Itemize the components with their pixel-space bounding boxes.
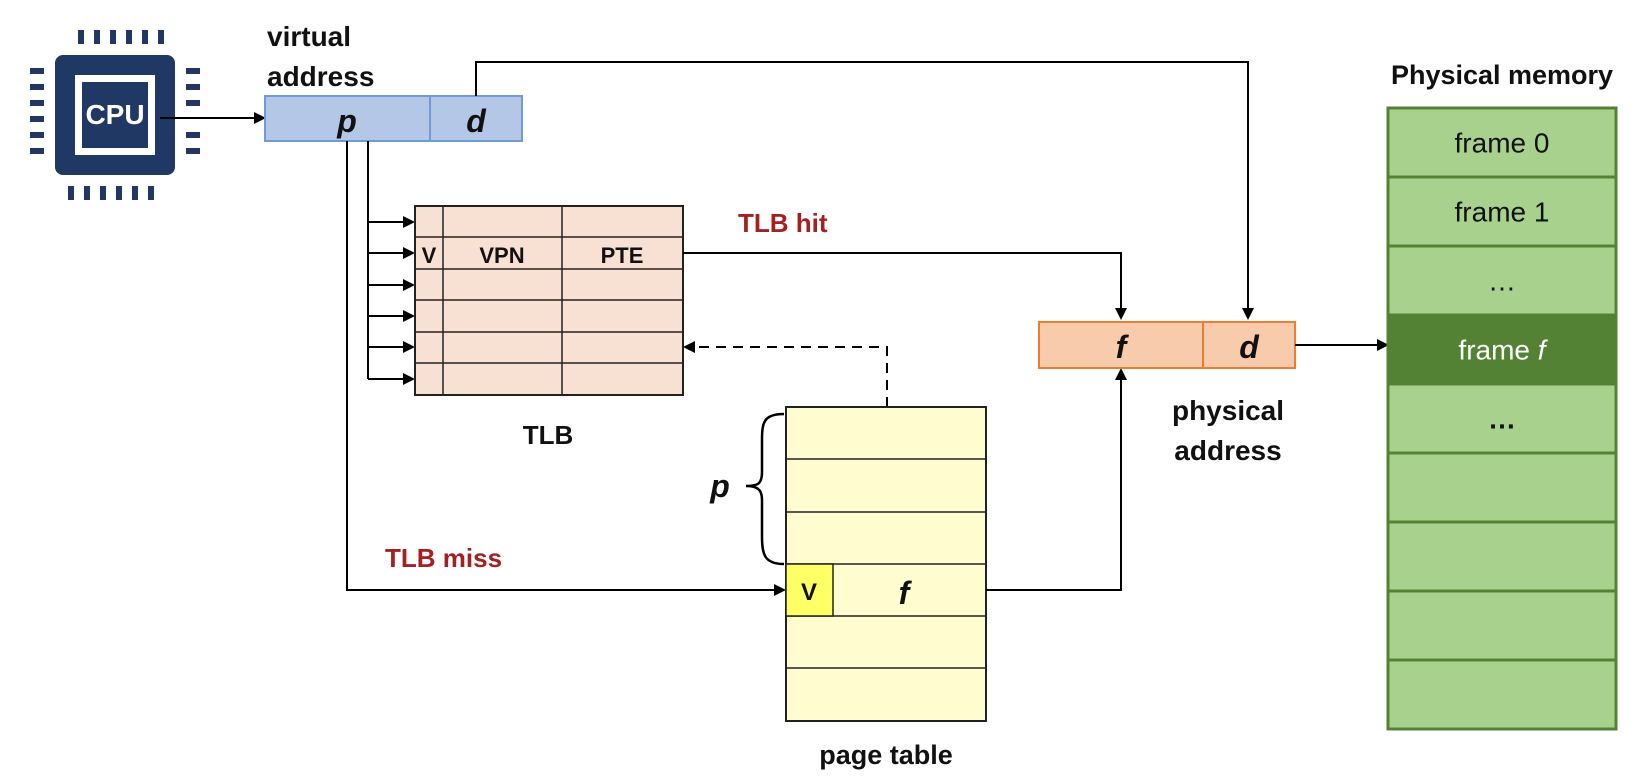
tlb-hit-label: TLB hit [738, 208, 828, 238]
memory-frame-label: frame 1 [1455, 197, 1550, 228]
tlb-miss-path [346, 141, 786, 596]
physical-memory: frame 0 frame 1 … frame f … [1386, 106, 1618, 731]
memory-frame [1386, 658, 1618, 731]
offset-path [475, 61, 1254, 320]
memory-frame [1386, 175, 1618, 248]
cpu-label: CPU [85, 99, 144, 130]
tlb-col-v: V [422, 243, 437, 268]
virtual-address-label-2: address [267, 61, 374, 92]
memory-frame [1386, 106, 1618, 179]
page-table-to-pa-path [986, 368, 1127, 591]
memory-frame [1386, 244, 1618, 317]
page-table-valid: V [801, 579, 817, 606]
physical-memory-title: Physical memory [1391, 60, 1613, 90]
memory-frame [1386, 520, 1618, 593]
tlb-table [414, 205, 684, 396]
memory-frame-label: … [1488, 404, 1516, 435]
physical-address-label-1: physical [1172, 395, 1284, 426]
tlb-col-vpn: VPN [479, 243, 524, 268]
tlb-update-path [683, 341, 888, 407]
page-index-label: p [709, 468, 730, 504]
physical-address-box [1038, 321, 1296, 369]
memory-frame-label: frame 0 [1455, 128, 1550, 159]
page-table-title: page table [819, 740, 953, 770]
pa-frame-number: f [1116, 329, 1130, 365]
memory-frame-highlighted [1386, 313, 1618, 386]
va-offset: d [466, 103, 487, 139]
page-table-frame: f [899, 575, 913, 611]
cpu-chip-icon [30, 30, 200, 200]
page-index-brace [745, 412, 785, 566]
memory-frame-label: frame f [1458, 335, 1548, 366]
memory-frame [1386, 451, 1618, 524]
tlb-hit-path [683, 252, 1127, 320]
tlb-col-pte: PTE [601, 243, 644, 268]
pa-offset: d [1239, 329, 1260, 365]
virtual-address-label-1: virtual [267, 21, 351, 52]
tlb-title: TLB [523, 420, 574, 450]
physical-address-label-2: address [1174, 435, 1281, 466]
va-page-number: p [336, 103, 357, 139]
memory-frame [1386, 589, 1618, 662]
memory-frame-label: … [1488, 266, 1516, 297]
page-table [785, 406, 987, 722]
tlb-miss-label: TLB miss [385, 543, 502, 573]
